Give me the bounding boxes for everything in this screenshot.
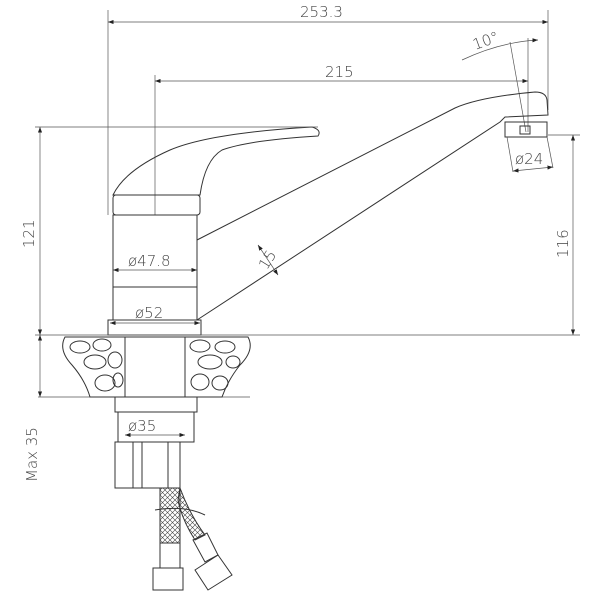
lever-handle	[112, 126, 320, 196]
shank	[124, 336, 186, 398]
spout-reach-label: 215	[325, 63, 354, 81]
max-thickness-label: Max 35	[23, 427, 41, 482]
overall-reach-label: 253.3	[300, 3, 343, 21]
spout-diameter-label: 15	[255, 247, 280, 273]
hose-nut-right	[194, 554, 233, 591]
dimension-spout-height: 116	[548, 134, 580, 335]
handle-base	[112, 194, 201, 216]
body-diameter-label: ø47.8	[128, 252, 171, 270]
aerator-diameter-label: ø24	[515, 150, 543, 168]
dimension-shank-diameter: ø35	[125, 417, 185, 438]
spout	[196, 91, 549, 321]
dimension-aerator-diameter: ø24	[506, 136, 554, 173]
mounting-ring	[114, 396, 198, 413]
dimension-spout-reach: 215	[154, 63, 528, 215]
spout-angle-label: 10°	[470, 28, 501, 54]
dimension-body-diameter: ø47.8	[113, 252, 197, 273]
total-height-label: 121	[20, 219, 38, 248]
shank-diameter-label: ø35	[128, 417, 156, 435]
mounting-nut	[114, 441, 181, 489]
dimension-spout-diameter: 15	[255, 244, 280, 276]
faucet-base	[107, 319, 202, 336]
supply-hoses	[152, 486, 233, 591]
hose-nut-left	[152, 567, 184, 591]
dimension-overall-reach: 253.3	[107, 3, 549, 215]
base-diameter-label: ø52	[135, 304, 163, 322]
dimension-total-height: 121	[20, 126, 318, 335]
aerator	[504, 121, 548, 138]
dimension-base-diameter: ø52	[110, 304, 200, 326]
countertop-stone	[62, 336, 251, 398]
spout-height-label: 116	[554, 229, 572, 258]
dimension-max-thickness: Max 35	[23, 335, 43, 482]
